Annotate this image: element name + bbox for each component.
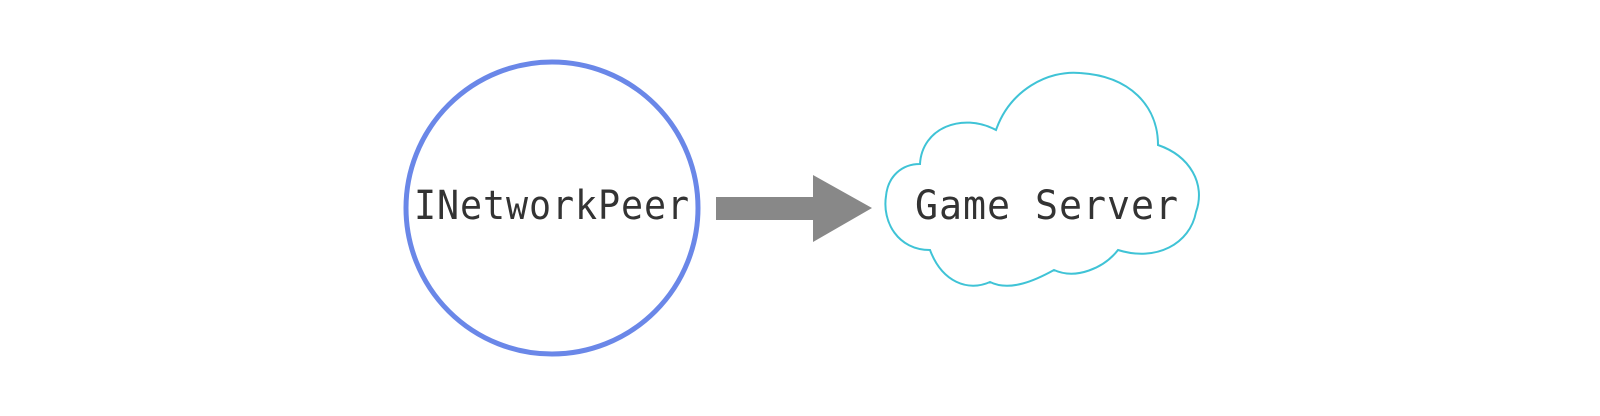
edge-arrow-shape xyxy=(716,175,872,242)
peer-node-label: INetworkPeer xyxy=(414,183,690,229)
peer-node[interactable]: INetworkPeer xyxy=(403,59,701,357)
edge-peer-to-server xyxy=(716,175,872,242)
peer-node-circle xyxy=(403,59,701,357)
server-node-label: Game Server xyxy=(915,183,1179,229)
server-node[interactable]: Game Server xyxy=(884,71,1200,287)
server-node-cloud xyxy=(884,71,1200,287)
